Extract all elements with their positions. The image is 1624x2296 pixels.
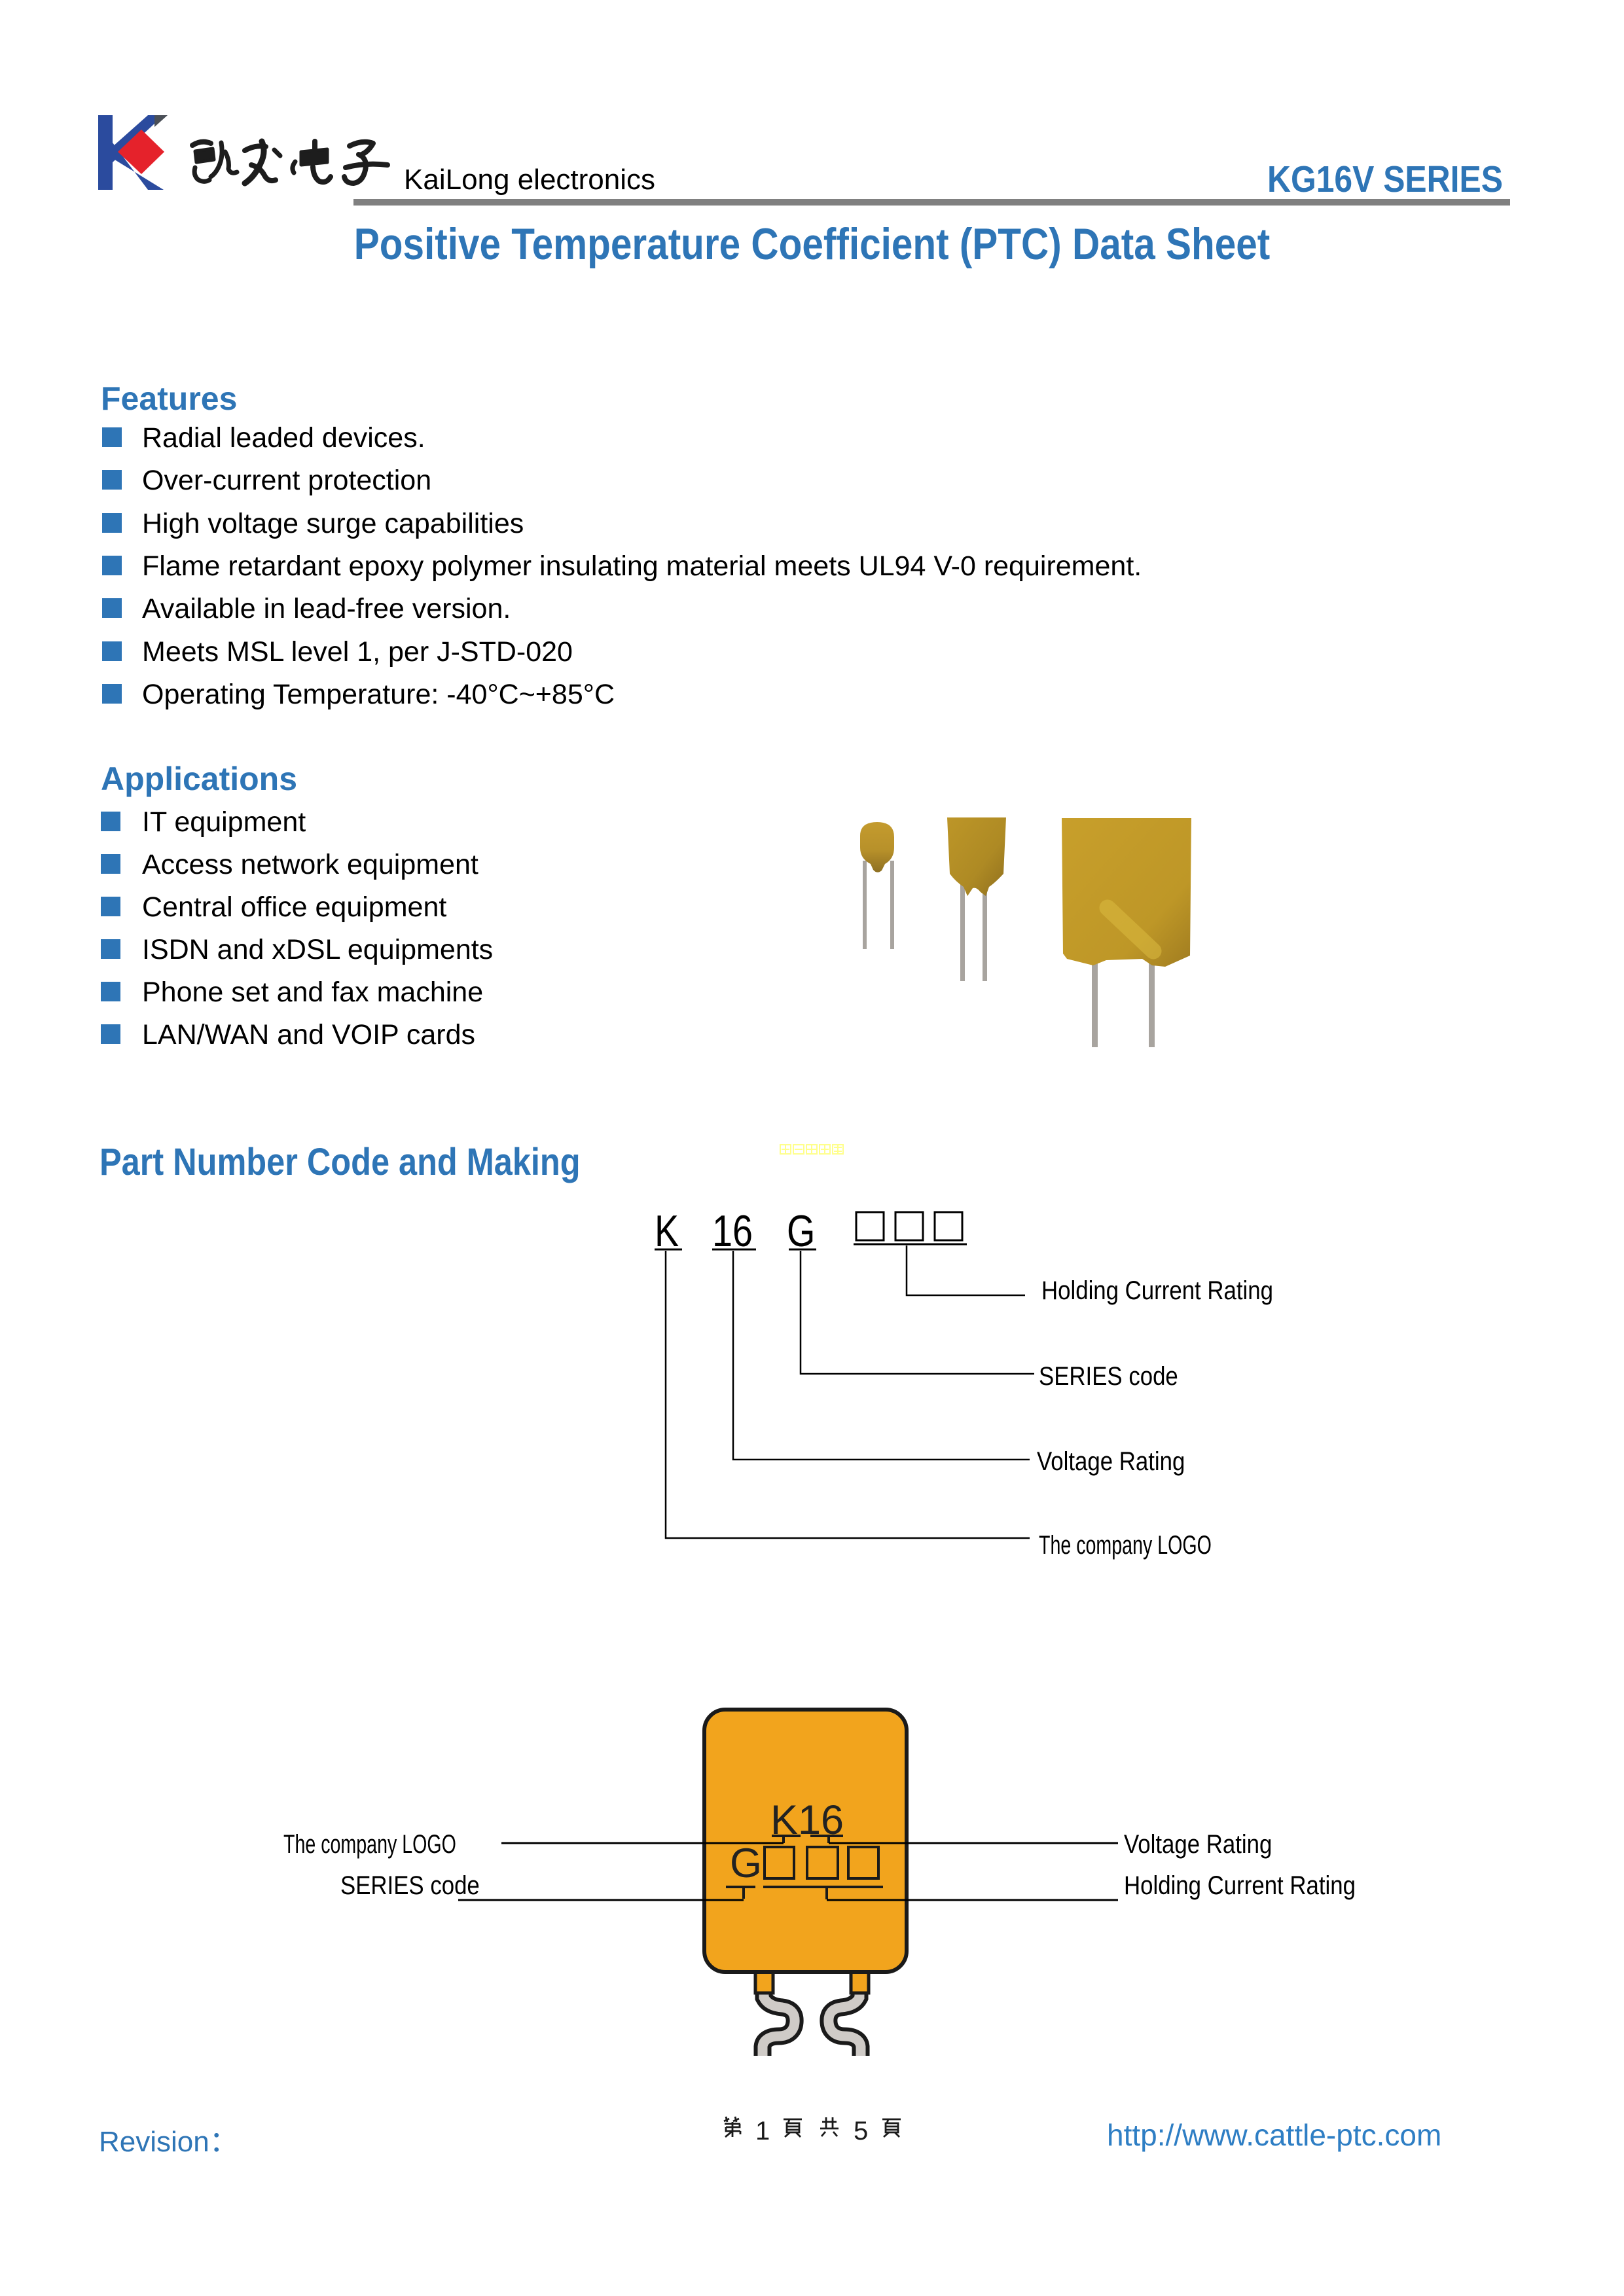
svg-text:1: 1 xyxy=(755,2117,770,2145)
svg-text:G: G xyxy=(730,1840,762,1886)
svg-text:5: 5 xyxy=(854,2117,868,2145)
